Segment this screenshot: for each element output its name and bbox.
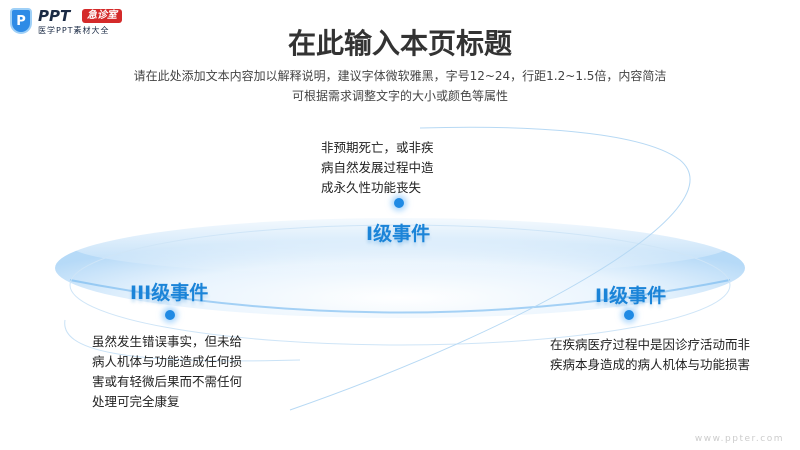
- event-1-dot: [394, 198, 404, 208]
- event-2-dot: [624, 310, 634, 320]
- event-3-dot: [165, 310, 175, 320]
- logo-subtitle: 医学PPT素材大全: [38, 26, 110, 35]
- subtitle-line: 可根据需求调整文字的大小或颜色等属性: [291, 89, 508, 103]
- watermark: www.ppter.com: [694, 434, 784, 444]
- event-3-description: 虽然发生错误事实，但未给病人机体与功能造成任何损害或有轻微后果而不需任何处理可完…: [92, 334, 243, 409]
- logo-tag: 急诊室: [82, 9, 122, 23]
- subtitle-line: 请在此处添加文本内容加以解释说明，建议字体微软雅黑，字号12~24，行距1.2~…: [133, 69, 667, 83]
- shield-p-icon: P: [10, 8, 32, 34]
- page-title: 在此输入本页标题: [287, 27, 512, 60]
- event-2-description: 在疾病医疗过程中是因诊疗活动而非疾病本身造成的病人机体与功能损害: [550, 337, 751, 372]
- event-2-label: II级事件: [595, 285, 667, 307]
- event-1-label: I级事件: [366, 223, 431, 245]
- orbit-line: [289, 126, 691, 411]
- orbit-line: [69, 224, 731, 346]
- disk-highlight: [70, 215, 730, 275]
- event-3-label: III级事件: [130, 282, 209, 304]
- logo: P PPT 急诊室 医学PPT素材大全: [6, 6, 136, 36]
- page-subtitle: 请在此处添加文本内容加以解释说明，建议字体微软雅黑，字号12~24，行距1.2~…: [100, 66, 700, 106]
- orbit-line: [64, 319, 301, 362]
- disk-rim: [69, 279, 731, 314]
- event-1-description: 非预期死亡，或非疾病自然发展过程中造成永久性功能丧失: [321, 140, 434, 195]
- logo-brand: PPT: [38, 7, 71, 25]
